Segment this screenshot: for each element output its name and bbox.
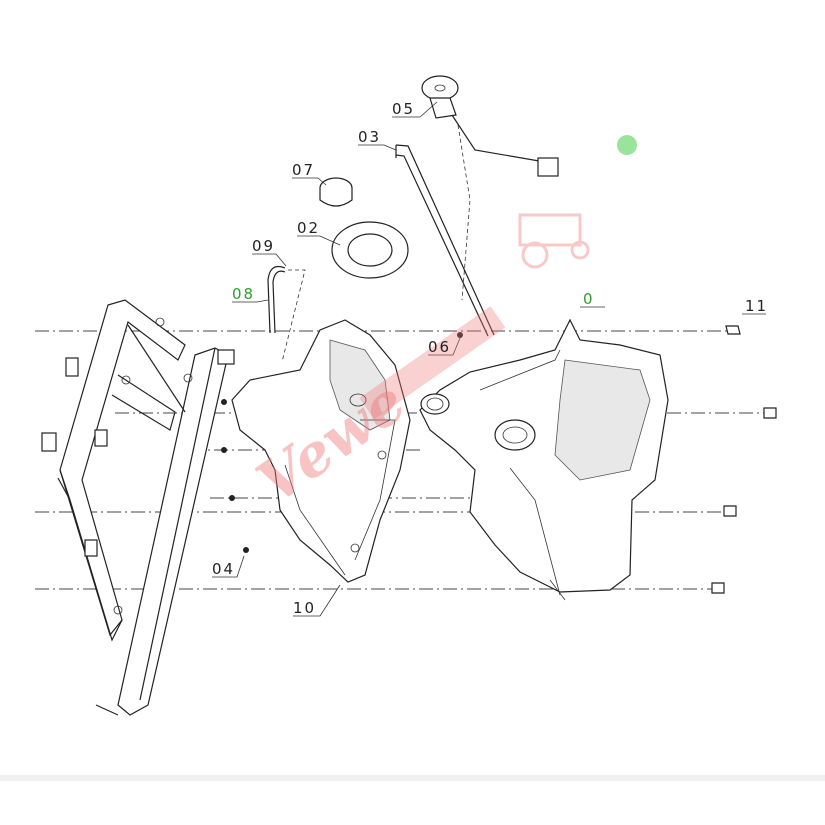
breather-hose-part-08 (267, 265, 286, 334)
callout-05: 05 (392, 100, 415, 118)
main-fuel-tank-part-0 (419, 318, 669, 601)
chassis-frame (41, 299, 235, 716)
callout-09: 09 (252, 237, 275, 255)
callout-03: 03 (358, 128, 381, 146)
callout-06: 06 (428, 338, 451, 356)
fasteners (221, 325, 777, 594)
callout-07: 07 (292, 161, 315, 179)
fuel-cap-part-07 (319, 177, 353, 207)
seal-ring-part-02 (331, 221, 409, 279)
tank-half-part-10 (231, 319, 411, 583)
leader-lines (212, 101, 766, 617)
callout-02: 02 (297, 219, 320, 237)
callout-08: 08 (232, 285, 255, 303)
callout-10: 10 (293, 599, 316, 617)
callout-04: 04 (212, 560, 235, 578)
callout-0: 0 (583, 290, 595, 308)
status-marker-dot (617, 135, 637, 155)
tube-part-03 (395, 144, 495, 337)
footer-divider (0, 775, 825, 781)
tractor-watermark-icon (518, 213, 590, 269)
fuel-sender-part-05 (421, 75, 559, 177)
callout-11: 11 (745, 297, 768, 315)
